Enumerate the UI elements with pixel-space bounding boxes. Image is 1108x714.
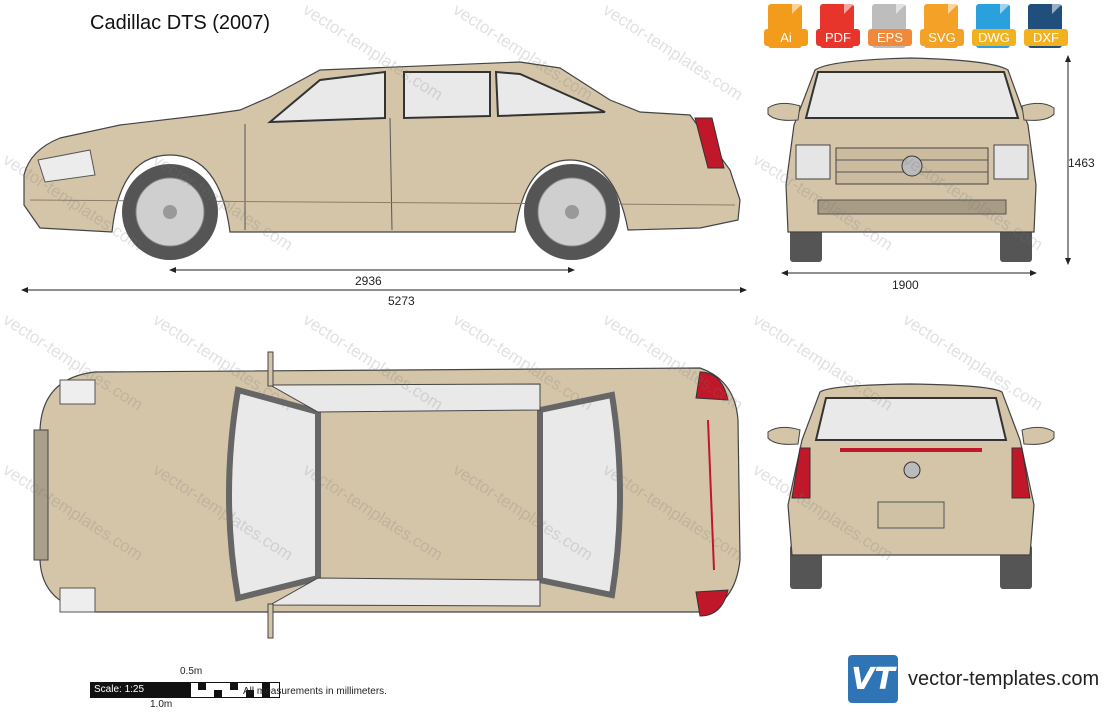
- top-taillight-upper: [695, 371, 729, 401]
- wheelbase-label: 2936: [355, 274, 382, 288]
- rear-taillight-right: [1011, 447, 1031, 499]
- vt-logo-icon: VT: [848, 655, 898, 703]
- format-svg-icon[interactable]: SVG: [920, 4, 964, 52]
- top-taillight-lower: [695, 589, 729, 617]
- rear-view: [767, 383, 1055, 589]
- side-taillight: [694, 117, 725, 169]
- half-meter-label: 0.5m: [180, 666, 203, 677]
- side-windows: [267, 70, 386, 124]
- format-badges: Ai PDF EPS SVG DWG DXF: [764, 4, 1068, 52]
- width-label: 1900: [892, 278, 919, 292]
- height-label: 1463: [1068, 156, 1095, 170]
- scale-bar: Scale: 1:25: [90, 682, 280, 698]
- side-view: [23, 61, 741, 260]
- format-ai-icon[interactable]: Ai: [764, 4, 808, 52]
- top-rear-window: [537, 391, 623, 599]
- side-headlight: [37, 149, 96, 183]
- one-meter-label: 1.0m: [150, 699, 173, 710]
- top-windshield: [226, 386, 321, 602]
- format-eps-icon[interactable]: EPS: [868, 4, 912, 52]
- format-dxf-icon[interactable]: DXF: [1024, 4, 1068, 52]
- top-view: [33, 351, 741, 639]
- brand-block[interactable]: VT vector-templates.com: [848, 655, 1099, 703]
- rear-taillight-left: [791, 447, 811, 499]
- units-note: All measurements in millimeters.: [243, 686, 387, 697]
- drawing-title: Cadillac DTS (2007): [90, 12, 271, 34]
- length-label: 5273: [388, 294, 415, 308]
- format-dwg-icon[interactable]: DWG: [972, 4, 1016, 52]
- front-view: [767, 57, 1055, 262]
- brand-site: vector-templates.com: [908, 667, 1100, 690]
- scale-label: Scale: 1:25: [94, 684, 145, 695]
- rear-window: [814, 397, 1008, 441]
- front-windshield: [804, 71, 1020, 119]
- format-pdf-icon[interactable]: PDF: [816, 4, 860, 52]
